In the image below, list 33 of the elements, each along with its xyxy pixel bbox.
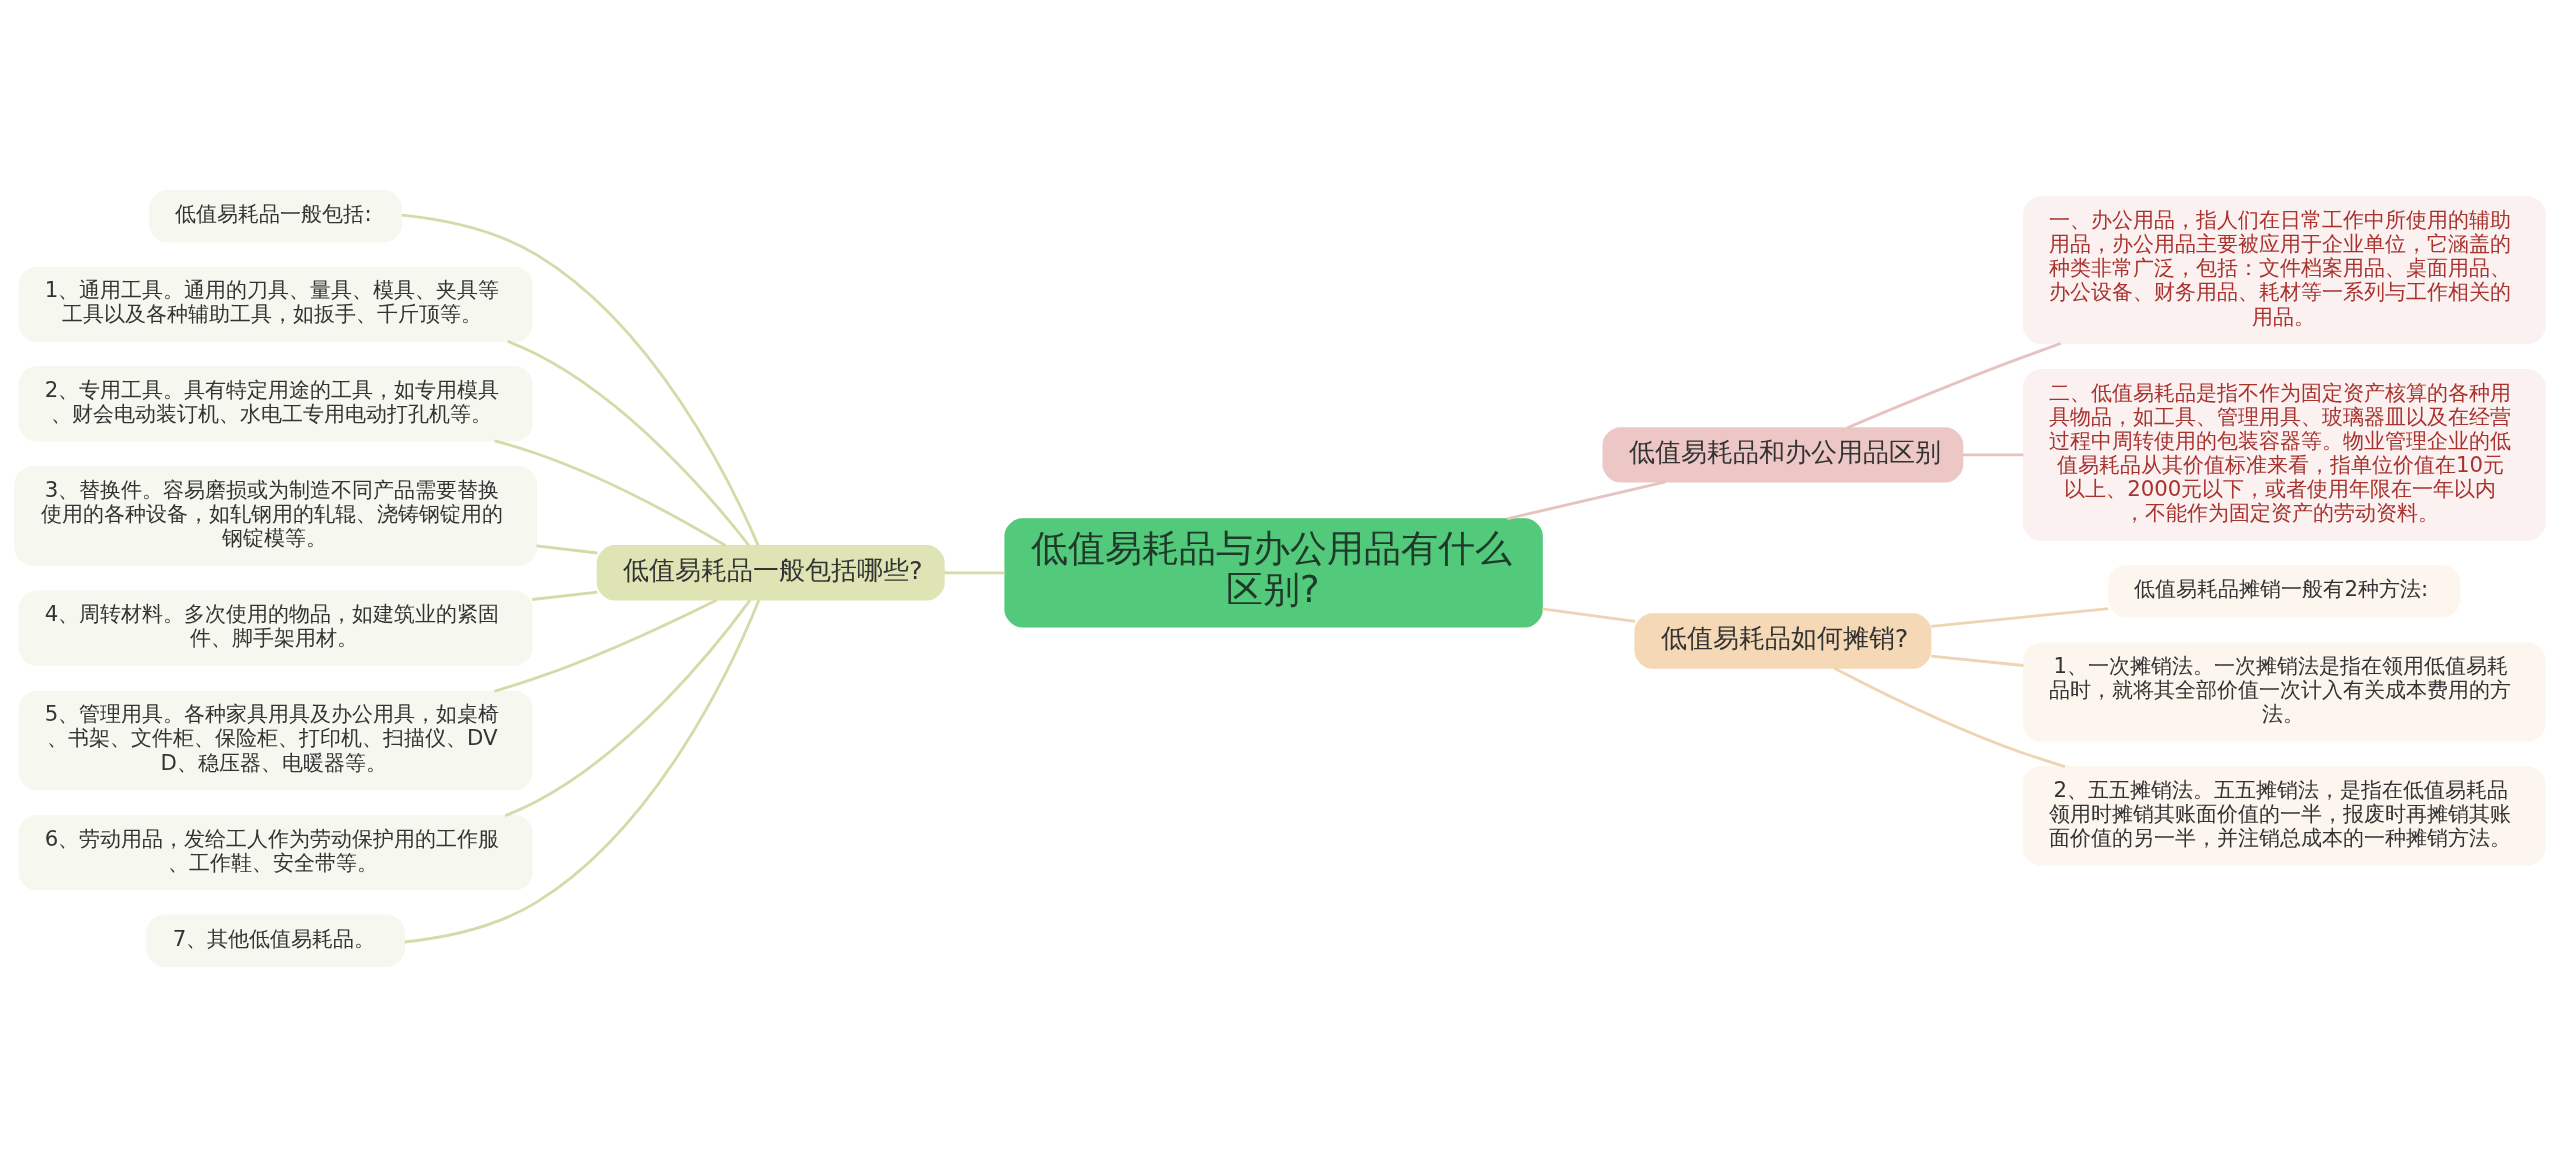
- connector: [536, 544, 598, 554]
- connector: [1962, 453, 2024, 456]
- node-box: 6、劳动用品，发给工人作为劳动保护用的工作服、工作鞋、安全带等。: [18, 814, 533, 890]
- node-box: 低值易耗品一般包括哪些?: [596, 544, 945, 600]
- node-box: 2、五五摊销法。五五摊销法，是指在低值易耗品领用时摊销其账面价值的一半，报废时再摊销其账面价值的另一半，并注销总成本的一种摊销方法。: [2022, 765, 2546, 865]
- node-box: 1、通用工具。通用的刀具、量具、模具、夹具等工具以及各种辅助工具，如扳手、千斤顶等。: [18, 266, 533, 342]
- connector: [507, 339, 751, 546]
- node-box: 5、管理用具。各种家具用具及办公用具，如桌椅、书架、文件柜、保险柜、打印机、扫描仪、DVD、稳压器、电暖器等。: [18, 690, 533, 790]
- node-box: 低值易耗品如何摊销?: [1634, 612, 1932, 669]
- connector: [1931, 654, 2024, 667]
- connector: [1542, 606, 1636, 623]
- node-box: 低值易耗品摊销一般有2种方法:: [2108, 564, 2461, 618]
- connector: [1506, 480, 1666, 520]
- connector: [493, 598, 718, 693]
- node-box: 4、周转材料。多次使用的物品，如建筑业的紧固件、脚手架用材。: [18, 590, 533, 666]
- connector: [1833, 666, 2066, 768]
- node-box: 二、低值易耗品是指不作为固定资产核算的各种用具物品，如工具、管理用具、玻璃器皿以及在经营过程中周转使用的包装容器等。物业管理企业的低值易耗品从其价值标准来看，指单位价值在10元以上、2000元以下，或者使用年限在一年以内，不能作为固定资产的劳动资料。: [2022, 368, 2546, 541]
- node-box: 2、专用工具。具有特定用途的工具，如专用模具、财会电动装订机、水电工专用电动打孔机等。: [18, 365, 533, 441]
- connector: [1846, 341, 2062, 429]
- connector: [504, 598, 752, 817]
- node-box: 一、办公用品，指人们在日常工作中所使用的辅助用品，办公用品主要被应用于企业单位，它涵盖的种类非常广泛，包括：文件档案用品、桌面用品、办公设备、财务用品、耗材等一系列与工作相关的用品。: [2022, 195, 2546, 344]
- node-box: 低值易耗品和办公用品区别: [1602, 426, 1964, 483]
- connector: [532, 590, 598, 601]
- connector: [1931, 606, 2109, 628]
- node-box: 1、一次摊销法。一次摊销法是指在领用低值易耗品时，就将其全部价值一次计入有关成本费用的方法。: [2022, 641, 2546, 742]
- connector: [401, 213, 760, 546]
- node-box: 低值易耗品一般包括:: [149, 189, 403, 243]
- connector: [404, 599, 761, 943]
- connector: [944, 570, 1005, 574]
- node-box: 3、替换件。容易磨损或为制造不同产品需要替换使用的各种设备，如轧钢用的轧辊、浇铸钢锭用的钢锭模等。: [14, 465, 538, 566]
- node-box: 7、其他低值易耗品。: [146, 913, 405, 967]
- connector: [494, 438, 727, 547]
- node-box: 低值易耗品与办公用品有什么区别?: [1004, 517, 1543, 627]
